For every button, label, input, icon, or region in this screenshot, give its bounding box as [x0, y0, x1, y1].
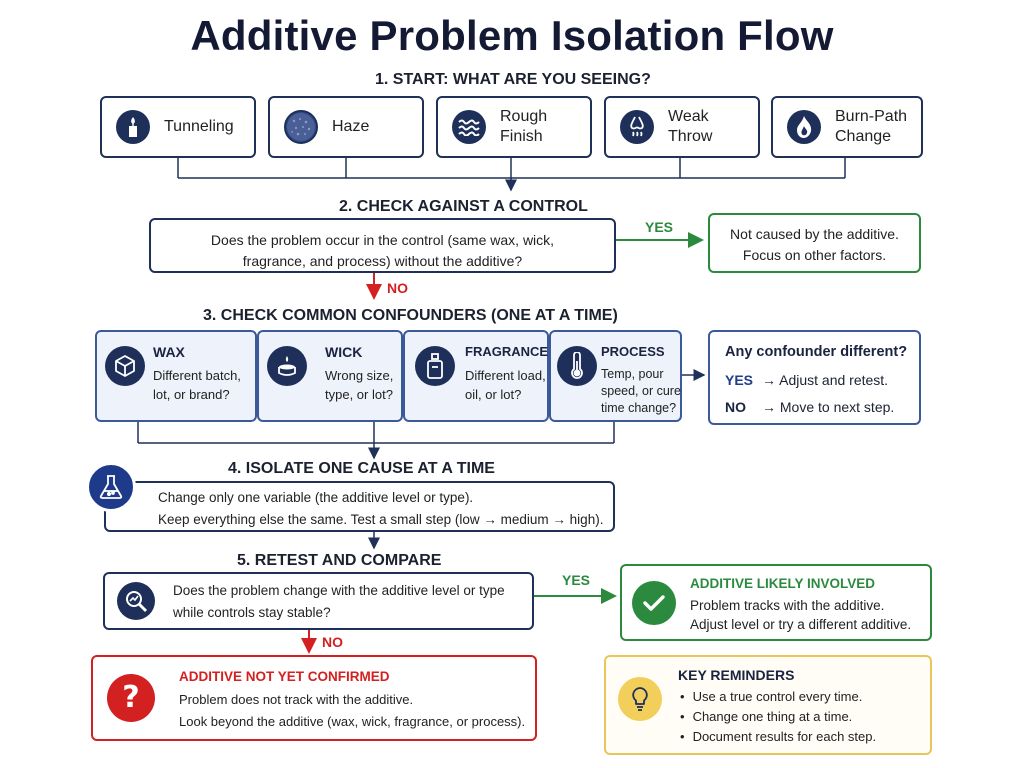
symptom-label: Haze: [332, 118, 370, 135]
control-question-box: Does the problem occur in the control (s…: [149, 218, 616, 273]
not-confirmed-line-2: Look beyond the additive (wax, wick, fra…: [179, 714, 526, 729]
not-confirmed-line-1: Problem does not track with the additive…: [179, 692, 414, 707]
not-additive-text: Not caused by the additive. Focus on oth…: [730, 226, 899, 263]
scent-nose-icon: [620, 110, 654, 144]
question-icon: ?: [107, 674, 155, 722]
likely-line-2: Adjust level or try a different additive…: [690, 617, 912, 632]
symptom-label: Weak Throw: [668, 108, 713, 145]
reminder-item: Use a true control every time.: [680, 687, 876, 707]
page-title: Additive Problem Isolation Flow: [190, 12, 834, 59]
confounder-process: PROCESS Temp, pour speed, or cure time c…: [549, 330, 682, 422]
decision-yes-label: YES: [725, 372, 754, 388]
isolate-line-2: Keep everything else the same. Test a sm…: [158, 512, 604, 527]
confounder-desc: Different load, oil, or lot?: [465, 368, 546, 402]
flame-icon: [787, 110, 821, 144]
lightbulb-icon: [618, 677, 662, 721]
not-additive-result: Not caused by the additive. Focus on oth…: [708, 213, 921, 273]
retest-question: Does the problem change with the additiv…: [173, 583, 505, 620]
symptom-label: Tunneling: [164, 118, 234, 135]
key-reminders-box: KEY REMINDERS Use a true control every t…: [604, 655, 932, 755]
confounder-name: FRAGRANCE: [465, 344, 549, 359]
haze-swatch-icon: [284, 110, 318, 144]
wick-candle-icon: [267, 346, 307, 386]
step4-title: 4. ISOLATE ONE CAUSE AT A TIME: [228, 460, 495, 477]
cube-icon: [105, 346, 145, 386]
yes-label: YES: [562, 572, 591, 588]
check-icon: [632, 581, 676, 625]
decision-title: Any confounder different?: [725, 344, 908, 360]
magnifier-chart-icon: [117, 582, 155, 620]
confounder-desc: Different batch, lot, or brand?: [153, 368, 241, 402]
retest-box: Does the problem change with the additiv…: [103, 572, 534, 630]
symptom-rough-finish: Rough Finish: [436, 96, 592, 158]
decision-no-text: → Move to next step.: [762, 399, 895, 415]
symptom-weak-throw: Weak Throw: [604, 96, 760, 158]
isolate-line-1: Change only one variable (the additive l…: [158, 490, 474, 505]
symptom-haze: Haze: [268, 96, 424, 158]
yes-label: YES: [645, 219, 674, 235]
confounder-desc: Wrong size, type, or lot?: [325, 368, 394, 402]
confounder-name: PROCESS: [601, 344, 665, 359]
likely-line-1: Problem tracks with the additive.: [690, 598, 885, 613]
not-confirmed-title: ADDITIVE NOT YET CONFIRMED: [179, 669, 390, 684]
confounder-fragrance: FRAGRANCE Different load, oil, or lot?: [403, 330, 549, 422]
symptom-label: Burn-Path Change: [835, 108, 908, 145]
thermometer-icon: [557, 346, 597, 386]
bottle-icon: [415, 346, 455, 386]
candle-icon: [116, 110, 150, 144]
step3-title: 3. CHECK COMMON CONFOUNDERS (ONE AT A TI…: [203, 307, 618, 324]
additive-not-confirmed-box: ? ADDITIVE NOT YET CONFIRMED Problem doe…: [91, 655, 537, 741]
confounder-desc: Temp, pour speed, or cure time change?: [601, 367, 681, 415]
reminder-item: Document results for each step.: [680, 727, 877, 747]
no-label: NO: [387, 280, 408, 296]
step2-title: 2. CHECK AGAINST A CONTROL: [339, 198, 588, 215]
confounder-name: WICK: [325, 344, 363, 360]
isolate-box: Change only one variable (the additive l…: [104, 481, 615, 532]
flask-icon: [86, 462, 136, 512]
confounder-decision-box: Any confounder different? YES → Adjust a…: [708, 330, 921, 425]
confounder-wax: WAX Different batch, lot, or brand?: [95, 330, 257, 422]
no-label: NO: [322, 634, 343, 650]
reminder-item: Change one thing at a time.: [680, 707, 876, 727]
confounder-name: WAX: [153, 344, 185, 360]
control-question: Does the problem occur in the control (s…: [210, 232, 555, 269]
step1-title: 1. START: WHAT ARE YOU SEEING?: [375, 71, 651, 88]
waves-icon: [452, 110, 486, 144]
symptom-burn-path: Burn-Path Change: [771, 96, 923, 158]
likely-title: ADDITIVE LIKELY INVOLVED: [690, 576, 876, 591]
reminders-title: KEY REMINDERS: [678, 667, 795, 683]
symptom-tunneling: Tunneling: [100, 96, 256, 158]
symptom-label: Rough Finish: [500, 108, 548, 145]
decision-yes-text: → Adjust and retest.: [762, 372, 889, 388]
step5-title: 5. RETEST AND COMPARE: [237, 552, 442, 569]
decision-no-label: NO: [725, 399, 746, 415]
additive-likely-box: ADDITIVE LIKELY INVOLVED Problem tracks …: [620, 564, 932, 641]
reminders-list: Use a true control every time. Change on…: [680, 687, 877, 747]
confounder-wick: WICK Wrong size, type, or lot?: [257, 330, 403, 422]
